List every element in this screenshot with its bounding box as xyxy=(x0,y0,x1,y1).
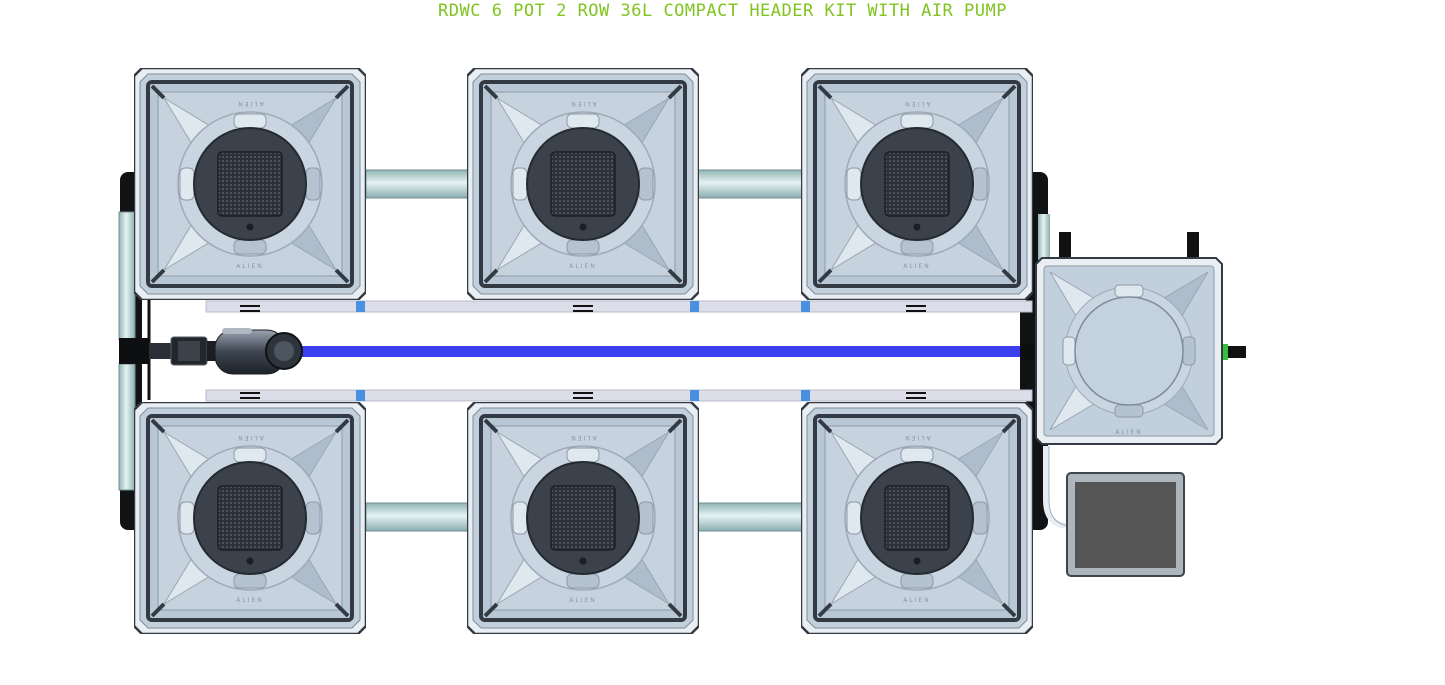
water-pump-icon xyxy=(119,328,303,375)
pot-top-3 xyxy=(801,68,1033,300)
pot-bottom-1 xyxy=(134,402,366,634)
header-tank-icon: ALIEN xyxy=(1035,232,1246,445)
water-line-top xyxy=(205,300,1033,313)
pipe-bottom-1 xyxy=(365,502,471,532)
pipe-bottom-2 xyxy=(697,502,803,532)
connectors-bottom xyxy=(356,390,810,401)
diagram-title: RDWC 6 POT 2 ROW 36L COMPACT HEADER KIT … xyxy=(438,1,1007,21)
pot-bottom-2 xyxy=(467,402,699,634)
svg-text:ALIEN: ALIEN xyxy=(1115,429,1143,436)
water-line-bottom xyxy=(205,389,1033,402)
left-return-pipe-top xyxy=(118,211,136,341)
pot-bottom-3 xyxy=(801,402,1033,634)
pipe-top-2 xyxy=(697,169,803,199)
pot-top-1 xyxy=(134,68,366,300)
air-line xyxy=(300,346,1032,357)
pipe-top-1 xyxy=(365,169,471,199)
line-clips xyxy=(240,305,926,399)
air-pump-icon xyxy=(1043,446,1185,577)
left-return-pipe-bottom xyxy=(118,363,136,491)
connectors-top xyxy=(356,301,810,312)
pot-top-2 xyxy=(467,68,699,300)
